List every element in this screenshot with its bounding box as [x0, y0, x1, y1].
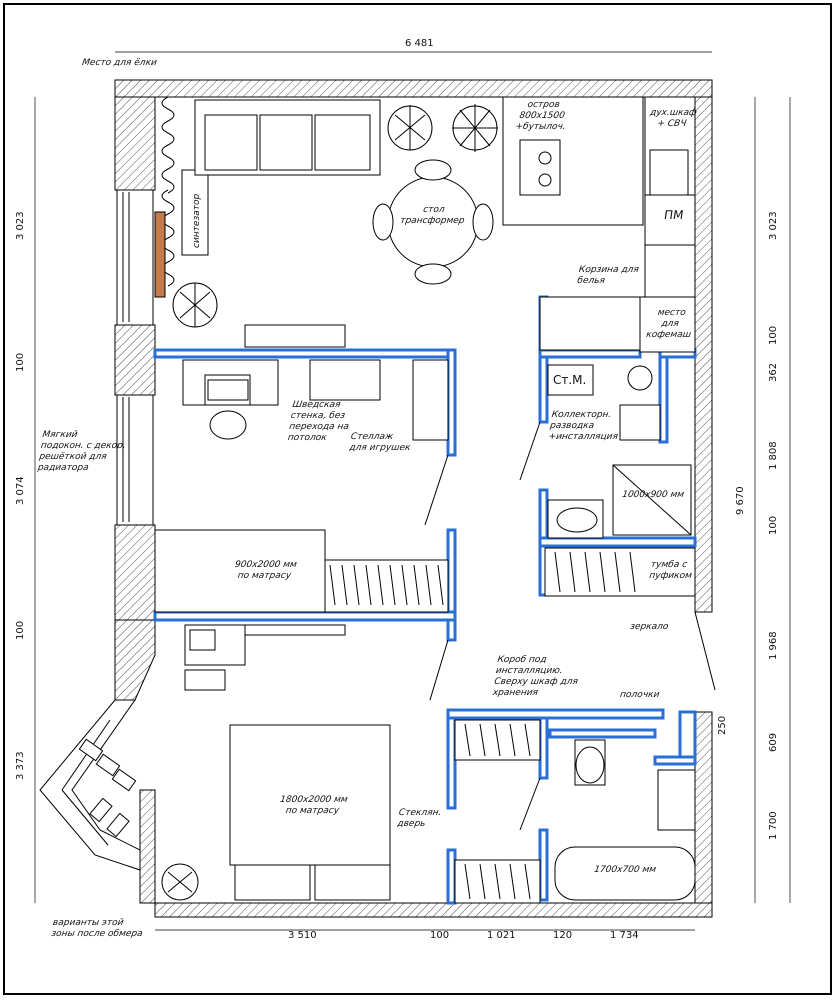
interior-walls [153, 295, 697, 905]
dim-bottom-1: 3 510 [288, 930, 317, 941]
label-coffee: место для кофемаш [645, 308, 692, 340]
bay-sofa [78, 738, 137, 838]
dim-bottom-4: 120 [553, 930, 573, 941]
label-oven: дух.шкаф + СВЧ [649, 108, 698, 129]
drawing-frame [3, 3, 832, 995]
label-island: остров 800х1500 +бутылоч. [514, 100, 567, 132]
label-bath: 1700х700 мм [593, 865, 657, 875]
curtain [161, 96, 175, 194]
label-synth: синтезатор [192, 193, 202, 248]
wardrobe-hangers [329, 551, 636, 900]
dim-right-1: 3 023 [768, 211, 779, 240]
label-bed-big: 1800х2000 мм по матрасу [279, 795, 349, 816]
label-pouf: тумба с пуфиком [648, 560, 693, 581]
label-variants: варианты этой зоны после обмера [50, 918, 144, 939]
doors [424, 421, 716, 831]
dim-right-5: 100 [768, 515, 779, 535]
dim-right-2: 100 [768, 325, 779, 345]
label-toys: Стеллаж для игрушек [348, 432, 412, 453]
bathroom-upper [547, 364, 692, 539]
bathroom-lower [554, 739, 696, 901]
label-collector: Коллекторн. разводка +инсталляция [547, 410, 619, 442]
lower-bedroom [184, 624, 391, 901]
dim-right-6: 1 968 [768, 631, 779, 660]
label-swedish: Шведская стенка, без перехода на потолок [287, 400, 350, 443]
outer-walls [114, 79, 713, 918]
radiator [154, 211, 166, 298]
dining-table [372, 159, 494, 285]
dim-right-7: 609 [768, 732, 779, 752]
dim-left-5: 3 373 [15, 751, 26, 780]
dim-left-1: 3 023 [15, 211, 26, 240]
dimension-lines [34, 51, 791, 931]
label-bed-small: 900х2000 мм по матрасу [234, 560, 298, 581]
dim-right-4: 1 808 [768, 441, 779, 470]
label-box: Короб под инсталляцию. Сверху шкаф для х… [492, 655, 579, 698]
label-mirror: зеркало [629, 622, 670, 632]
label-table: стол трансформер [399, 205, 466, 226]
label-washer: Ст.М. [553, 373, 587, 387]
label-shelves: полочки [619, 690, 661, 700]
dim-right-8: 1 700 [768, 811, 779, 840]
label-laundry: Корзина для белья [576, 265, 640, 286]
bay-window [39, 699, 141, 871]
label-shower: 1000х900 мм [621, 490, 685, 500]
dim-right-9: 250 [717, 715, 728, 735]
label-glass-door: Стеклян. дверь [396, 808, 442, 829]
synth [181, 169, 209, 256]
dim-right-total: 9 670 [735, 486, 746, 515]
dim-bottom-3: 1 021 [487, 930, 516, 941]
label-sill: Мягкий подокон. с декор. решёткой для ра… [37, 430, 127, 473]
dim-bottom-5: 1 734 [610, 930, 639, 941]
kitchen [502, 96, 696, 353]
sofa [194, 99, 381, 176]
dim-left-2: 100 [15, 352, 26, 372]
dim-left-3: 3 074 [15, 476, 26, 505]
dim-top: 6 481 [405, 38, 434, 49]
windows-left [116, 189, 154, 526]
dim-left-4: 100 [15, 620, 26, 640]
dim-bottom-2: 100 [430, 930, 450, 941]
plants [161, 104, 498, 901]
office-chair [207, 379, 249, 440]
dim-right-3: 362 [768, 362, 779, 382]
label-pm: ПМ [663, 208, 685, 222]
label-tree-place: Место для ёлки [81, 58, 158, 68]
